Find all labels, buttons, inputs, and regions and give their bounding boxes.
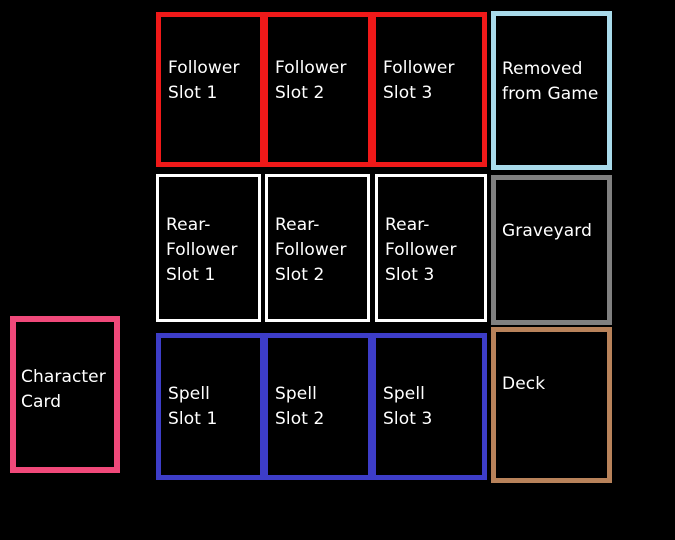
deck-zone[interactable]: Deck [491,327,612,483]
rear-follower-slot-1[interactable]: Rear- Follower Slot 1 [156,174,261,322]
rear-follower-slot-1-label: Rear- Follower Slot 1 [166,215,238,285]
removed-from-game-zone[interactable]: Removed from Game [491,11,612,170]
spell-slot-1[interactable]: Spell Slot 1 [156,333,264,480]
follower-slot-3[interactable]: Follower Slot 3 [372,12,487,167]
rear-follower-slot-3-label: Rear- Follower Slot 3 [385,215,457,285]
spell-slot-2-label: Spell Slot 2 [275,384,325,429]
follower-slot-1[interactable]: Follower Slot 1 [156,12,264,167]
graveyard-label: Graveyard [502,221,592,241]
rear-follower-slot-2-label: Rear- Follower Slot 2 [275,215,347,285]
graveyard-zone[interactable]: Graveyard [491,175,612,325]
follower-slot-2-label: Follower Slot 2 [275,58,347,103]
follower-slot-2[interactable]: Follower Slot 2 [264,12,372,167]
spell-slot-3[interactable]: Spell Slot 3 [372,333,487,480]
deck-label: Deck [502,374,546,394]
removed-from-game-label: Removed from Game [502,59,599,104]
follower-slot-1-label: Follower Slot 1 [168,58,240,103]
spell-slot-3-label: Spell Slot 3 [383,384,433,429]
follower-slot-3-label: Follower Slot 3 [383,58,455,103]
spell-slot-1-label: Spell Slot 1 [168,384,218,429]
spell-slot-2[interactable]: Spell Slot 2 [264,333,372,480]
character-card-slot[interactable]: Character Card [10,316,120,473]
character-card-label: Character Card [21,367,106,412]
rear-follower-slot-2[interactable]: Rear- Follower Slot 2 [265,174,370,322]
rear-follower-slot-3[interactable]: Rear- Follower Slot 3 [375,174,487,322]
